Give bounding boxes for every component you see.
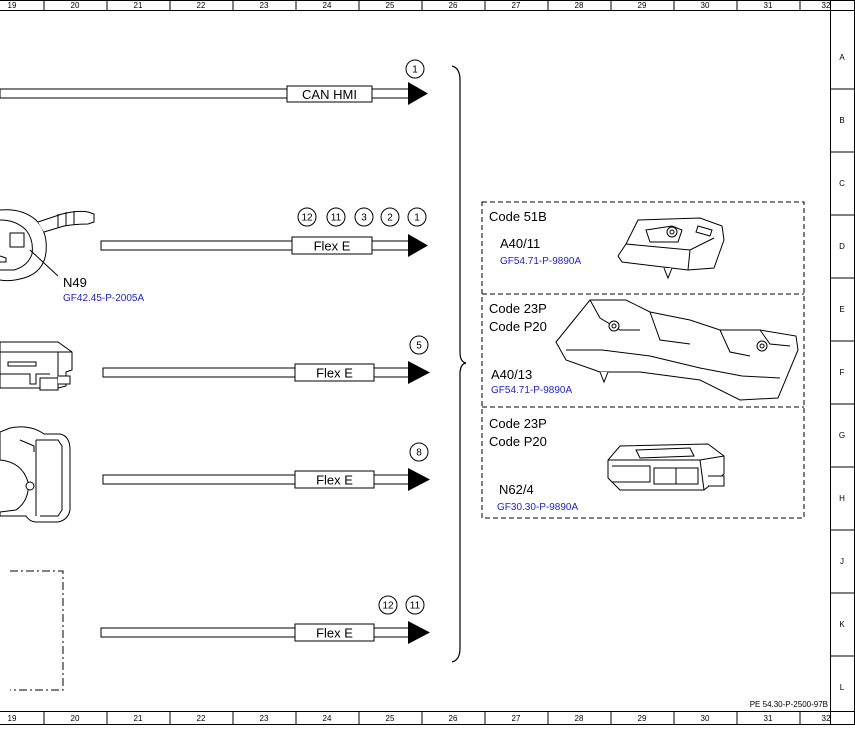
svg-text:1: 1	[412, 65, 418, 76]
connector-badge: 8	[409, 442, 429, 462]
control-module-icon	[617, 217, 725, 280]
grouping-brace	[451, 65, 467, 663]
bus-label: CAN HMI	[302, 87, 357, 102]
connector-badge: 2	[380, 207, 400, 227]
component-name: A40/13	[491, 367, 532, 382]
row-label: J	[840, 557, 844, 566]
connector-badge: 12	[378, 595, 398, 615]
row-label: A	[839, 53, 845, 62]
row-label: E	[839, 305, 844, 314]
component-ref: GF54.71-P-9890A	[500, 256, 581, 267]
svg-text:8: 8	[416, 448, 422, 459]
control-module-icon	[555, 299, 799, 401]
row-label: B	[839, 116, 844, 125]
option-code: Code P20	[489, 319, 547, 334]
connector-badge: 1	[407, 207, 427, 227]
column-label: 23	[260, 714, 269, 723]
row-label: K	[839, 620, 845, 629]
bus-line-flex-e-2: Flex E 5	[102, 335, 430, 384]
connector-badge: 11	[326, 207, 346, 227]
column-label: 23	[260, 1, 269, 10]
row-label: D	[839, 242, 845, 251]
switch-unit-icon	[0, 426, 71, 523]
svg-text:12: 12	[301, 213, 313, 224]
column-label: 27	[512, 1, 521, 10]
column-label: 30	[701, 714, 710, 723]
svg-text:2: 2	[387, 213, 393, 224]
svg-text:5: 5	[416, 341, 422, 352]
connector-badge: 12	[297, 207, 317, 227]
column-label: 27	[512, 714, 521, 723]
bus-line-flex-e-3: Flex E 8	[102, 442, 430, 491]
option-code: Code 23P	[489, 416, 547, 431]
control-module-icon	[607, 443, 725, 491]
bus-label: Flex E	[316, 366, 353, 381]
column-label: 22	[197, 714, 206, 723]
svg-text:3: 3	[361, 213, 367, 224]
column-label: 19	[8, 1, 17, 10]
connector-badge: 5	[409, 335, 429, 355]
column-label: 28	[575, 1, 584, 10]
column-label: 29	[638, 1, 647, 10]
component-ref: GF54.71-P-9890A	[491, 385, 572, 396]
steering-switch-icon	[0, 209, 95, 282]
column-label: 31	[764, 714, 773, 723]
svg-text:12: 12	[382, 601, 394, 612]
connector-badge: 11	[405, 595, 425, 615]
connector-badge: 3	[354, 207, 374, 227]
column-label: 21	[134, 1, 143, 10]
row-label: F	[840, 368, 845, 377]
column-label: 30	[701, 1, 710, 10]
row-ruler: A B C D E F G H J K L	[830, 53, 855, 692]
column-label: 22	[197, 1, 206, 10]
component-ref: GF42.45-P-2005A	[63, 293, 144, 304]
row-label: C	[839, 179, 845, 188]
column-label: 26	[449, 1, 458, 10]
svg-text:1: 1	[414, 213, 420, 224]
option-code: Code 23P	[489, 301, 547, 316]
column-label: 32	[822, 1, 831, 10]
bus-line-flex-e-4: Flex E 12 11	[100, 595, 430, 644]
component-name: A40/11	[500, 236, 540, 251]
column-label: 31	[764, 1, 773, 10]
svg-text:11: 11	[410, 601, 421, 612]
column-ruler: 1919202021212222232324242525262627272828…	[8, 0, 831, 724]
column-label: 19	[8, 714, 17, 723]
control-unit-icon	[0, 341, 73, 391]
row-label: L	[840, 683, 845, 692]
column-label: 26	[449, 714, 458, 723]
row-label: G	[839, 431, 845, 440]
dash-dot-frame	[10, 570, 64, 691]
bus-label: Flex E	[316, 626, 353, 641]
svg-text:11: 11	[331, 213, 342, 224]
column-label: 24	[323, 714, 332, 723]
component-ref: GF30.30-P-9890A	[497, 502, 578, 513]
column-label: 25	[386, 714, 395, 723]
component-name: N49	[63, 275, 87, 290]
column-label: 29	[638, 714, 647, 723]
row-label: H	[839, 494, 845, 503]
column-label: 28	[575, 714, 584, 723]
column-label: 20	[71, 714, 80, 723]
bus-label: Flex E	[314, 239, 351, 254]
column-label: 20	[71, 1, 80, 10]
connector-badge: 1	[405, 59, 425, 79]
bus-label: Flex E	[316, 473, 353, 488]
document-id: PE 54.30-P-2500-97B	[750, 700, 828, 709]
column-label: 25	[386, 1, 395, 10]
bus-line-can-hmi: CAN HMI 1	[0, 59, 428, 105]
column-label: 32	[822, 714, 831, 723]
column-label: 24	[323, 1, 332, 10]
column-label: 21	[134, 714, 143, 723]
option-code: Code P20	[489, 434, 547, 449]
component-name: N62/4	[499, 482, 534, 497]
bus-line-flex-e-1: Flex E 12 11 3 2 1	[100, 207, 428, 257]
option-code: Code 51B	[489, 209, 547, 224]
optional-components-group	[481, 201, 805, 519]
